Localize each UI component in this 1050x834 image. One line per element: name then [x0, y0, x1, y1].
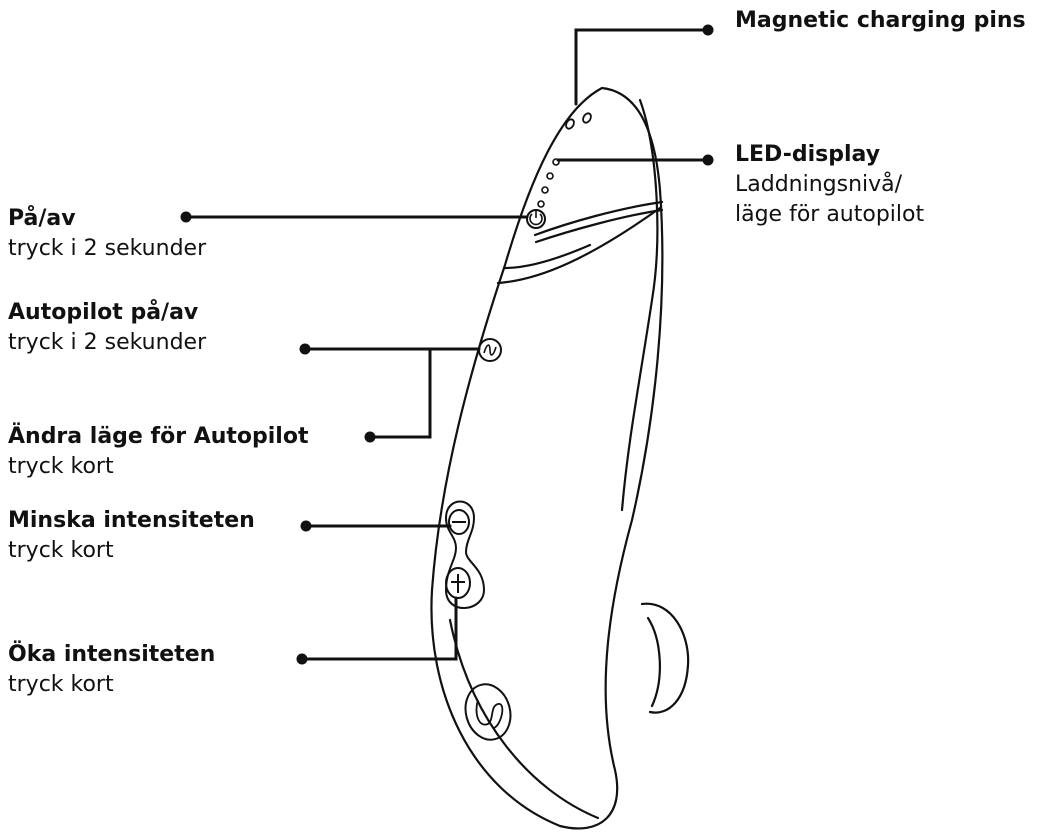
callout-led-display-sub1: Laddningsnivå/: [735, 172, 903, 197]
callout-increase-sub: tryck kort: [8, 672, 114, 697]
logo-button: [464, 683, 512, 741]
callout-decrease-sub: tryck kort: [8, 538, 114, 563]
callout-decrease: Minska intensiteten tryck kort: [8, 506, 255, 566]
callout-autopilot-onoff: Autopilot på/av tryck i 2 sekunder: [8, 298, 206, 358]
callout-charging-pins-title: Magnetic charging pins: [735, 8, 1026, 33]
callout-decrease-title: Minska intensiteten: [8, 508, 255, 533]
callout-autopilot-mode: Ändra läge för Autopilot tryck kort: [8, 422, 308, 482]
head-band: [533, 200, 664, 237]
callout-autopilot-onoff-title: Autopilot på/av: [8, 300, 199, 325]
device-body-outline: [430, 86, 664, 830]
callout-led-display-sub2: läge för autopilot: [735, 202, 925, 227]
leader-lines: [184, 28, 710, 661]
callout-led-display-title: LED-display: [735, 142, 881, 167]
callout-autopilot-mode-title: Ändra läge för Autopilot: [8, 424, 309, 449]
callout-increase: Öka intensiteten tryck kort: [8, 640, 215, 700]
power-button[interactable]: [526, 209, 546, 229]
callout-power: På/av tryck i 2 sekunder: [8, 204, 206, 264]
callout-led-display: LED-display Laddningsnivå/ läge för auto…: [735, 140, 924, 230]
callout-increase-title: Öka intensiteten: [8, 642, 216, 667]
intensity-button-pod: [444, 500, 486, 609]
front-groove: [496, 206, 662, 285]
plus-button[interactable]: [445, 567, 471, 599]
charging-pins: [565, 112, 592, 130]
callout-power-sub: tryck i 2 sekunder: [8, 236, 207, 261]
callout-charging-pins: Magnetic charging pins: [735, 6, 1026, 36]
callout-autopilot-onoff-sub: tryck i 2 sekunder: [8, 330, 207, 355]
leader-dots: [180, 24, 714, 665]
callout-autopilot-mode-sub: tryck kort: [8, 454, 114, 479]
suction-head: [640, 602, 690, 714]
led-dots: [537, 158, 560, 208]
callout-power-title: På/av: [8, 206, 76, 231]
device-inner-edge: [620, 98, 659, 512]
minus-button[interactable]: [448, 509, 470, 535]
autopilot-button[interactable]: [478, 338, 502, 362]
